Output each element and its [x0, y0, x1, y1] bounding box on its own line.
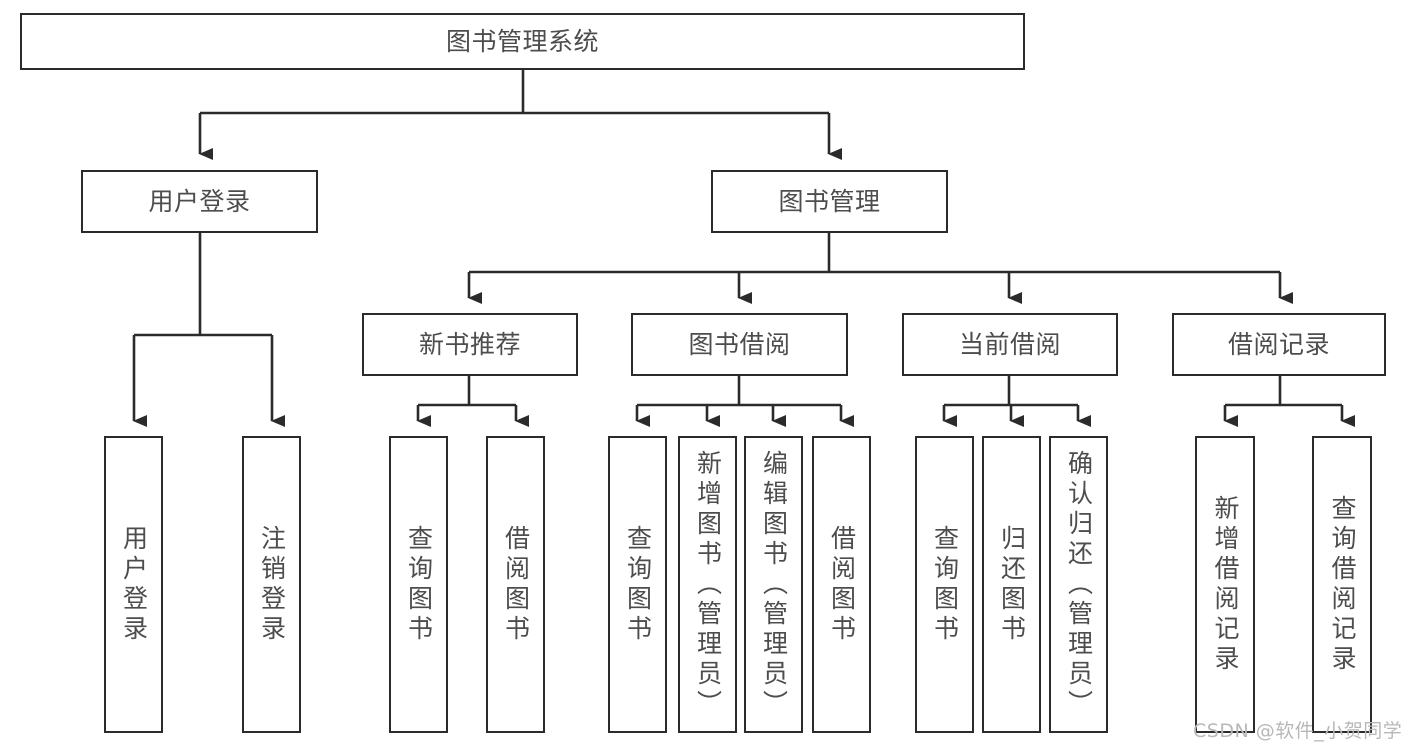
node-current-borrow[interactable]: 当前借阅 [902, 313, 1118, 376]
node-leaf-query-book-1[interactable]: 查询图书 [389, 436, 448, 733]
node-leaf-logout-login[interactable]: 注销登录 [242, 436, 301, 733]
node-leaf-query-book-3[interactable]: 查询图书 [915, 436, 974, 733]
node-root-book-management-system[interactable]: 图书管理系统 [20, 13, 1025, 70]
node-leaf-edit-book[interactable]: 编辑图书（管理员） [744, 436, 803, 733]
node-label: 查询图书 [404, 524, 434, 645]
node-label: 新增借阅记录 [1211, 494, 1240, 675]
node-label: 新增图书（管理员） [693, 449, 723, 720]
node-leaf-borrow-book-2[interactable]: 借阅图书 [812, 436, 871, 733]
node-book-management[interactable]: 图书管理 [711, 170, 948, 233]
node-label: 图书管理 [778, 186, 881, 216]
node-leaf-return-book[interactable]: 归还图书 [982, 436, 1041, 733]
node-leaf-user-login[interactable]: 用户登录 [104, 436, 163, 733]
node-label: 用户登录 [119, 524, 149, 645]
node-label: 归还图书 [997, 524, 1027, 645]
node-borrow-record[interactable]: 借阅记录 [1172, 313, 1386, 376]
node-new-book-recommend[interactable]: 新书推荐 [362, 313, 578, 376]
node-leaf-confirm-return[interactable]: 确认归还（管理员） [1049, 436, 1108, 733]
node-label: 借阅记录 [1227, 329, 1330, 359]
node-label: 查询图书 [930, 524, 960, 645]
csdn-watermark: CSDN @软件_小贺同学 [1193, 720, 1403, 742]
node-label: 注销登录 [257, 524, 287, 645]
node-label: 编辑图书（管理员） [759, 449, 789, 720]
node-label: 用户登录 [148, 186, 251, 216]
node-leaf-add-book[interactable]: 新增图书（管理员） [678, 436, 737, 733]
node-book-borrow[interactable]: 图书借阅 [631, 313, 848, 376]
node-label: 借阅图书 [501, 524, 531, 645]
node-leaf-query-record[interactable]: 查询借阅记录 [1312, 436, 1372, 733]
node-label: 当前借阅 [958, 329, 1061, 359]
node-label: 查询借阅记录 [1328, 494, 1357, 675]
node-user-login[interactable]: 用户登录 [81, 170, 318, 233]
node-label: 确认归还（管理员） [1064, 449, 1094, 720]
node-label: 图书管理系统 [445, 26, 599, 56]
node-label: 借阅图书 [827, 524, 857, 645]
node-label: 图书借阅 [688, 329, 791, 359]
node-leaf-borrow-book-1[interactable]: 借阅图书 [486, 436, 545, 733]
node-leaf-add-record[interactable]: 新增借阅记录 [1195, 436, 1255, 733]
node-label: 新书推荐 [418, 329, 521, 359]
node-label: 查询图书 [623, 524, 653, 645]
node-leaf-query-book-2[interactable]: 查询图书 [608, 436, 667, 733]
